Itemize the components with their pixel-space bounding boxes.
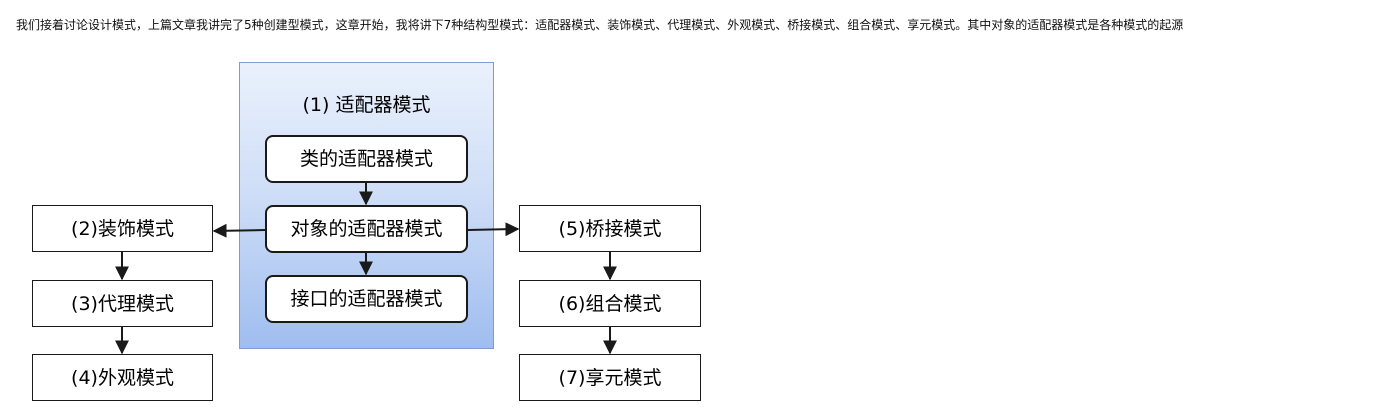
interface-adapter-box: 接口的适配器模式	[265, 275, 468, 323]
object-adapter-box: 对象的适配器模式	[265, 205, 468, 253]
flyweight-box: (7)享元模式	[519, 354, 701, 401]
proxy-box: (3)代理模式	[32, 280, 213, 327]
decorator-box: (2)装饰模式	[32, 205, 213, 252]
class-adapter-box: 类的适配器模式	[265, 135, 468, 183]
intro-paragraph: 我们接着讨论设计模式，上篇文章我讲完了5种创建型模式，这章开始，我将讲下7种结构…	[16, 18, 1184, 32]
facade-box: (4)外观模式	[32, 354, 213, 401]
adapter-panel-title: (1) 适配器模式	[302, 94, 431, 116]
bridge-box: (5)桥接模式	[519, 205, 701, 252]
composite-box: (6)组合模式	[519, 280, 701, 327]
